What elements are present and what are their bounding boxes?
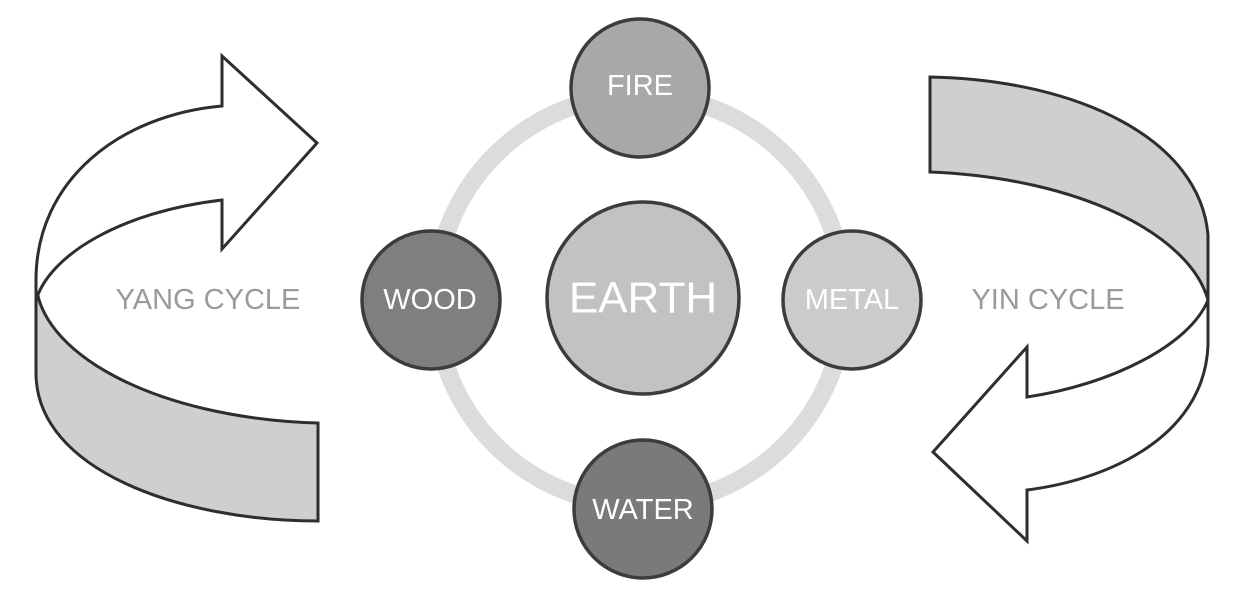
metal-circle	[781, 229, 923, 371]
earth-circle	[545, 200, 741, 396]
yin-cycle-arrow	[928, 75, 1210, 545]
earth-label: EARTH	[569, 274, 717, 323]
wood-label: WOOD	[383, 284, 476, 316]
yang-arrow-ribbon	[34, 52, 320, 301]
node-water: WATER	[572, 438, 714, 580]
water-circle	[572, 438, 714, 580]
yang-cycle-label: YANG CYCLE	[116, 284, 301, 316]
metal-label: METAL	[805, 284, 900, 316]
wood-circle	[360, 229, 502, 371]
water-label: WATER	[592, 494, 694, 526]
fire-label: FIRE	[607, 70, 673, 102]
yang-cycle-arrow	[34, 52, 320, 523]
node-earth: EARTH	[545, 200, 741, 396]
node-fire: FIRE	[569, 17, 711, 159]
node-metal: METAL	[781, 229, 923, 371]
fire-circle	[569, 17, 711, 159]
yang-arrow-band	[34, 279, 320, 523]
yin-cycle-label: YIN CYCLE	[971, 284, 1124, 316]
yin-arrow-ribbon	[930, 235, 1210, 545]
node-wood: WOOD	[360, 229, 502, 371]
yin-arrow-band	[928, 75, 1210, 301]
